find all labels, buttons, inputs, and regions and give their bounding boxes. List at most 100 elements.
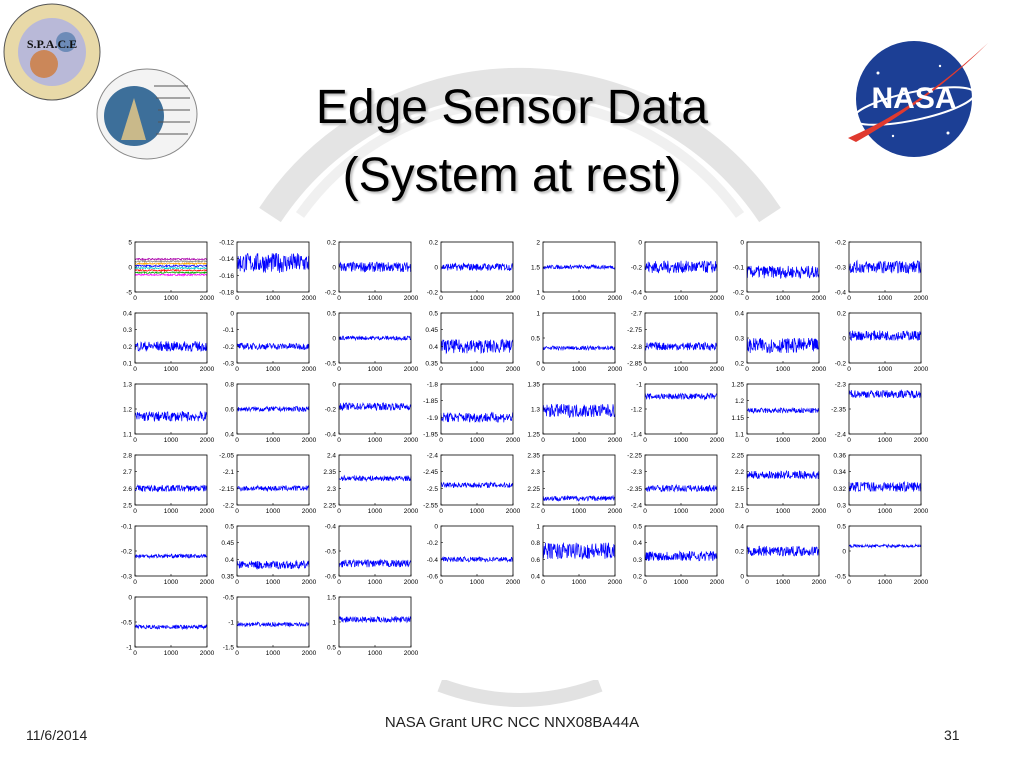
- y-tick-label: 2.6: [123, 486, 132, 493]
- y-tick-label: 2.7: [123, 469, 132, 476]
- footer-grant-text: NASA Grant URC NCC NNX08BA44A: [384, 714, 640, 731]
- y-tick-label: -0.2: [427, 540, 439, 547]
- series-line: [542, 263, 616, 271]
- x-tick-label: 2000: [404, 437, 419, 444]
- series-line: [848, 388, 922, 399]
- x-tick-label: 2000: [710, 366, 725, 373]
- x-tick-label: 1000: [266, 295, 281, 302]
- y-tick-label: 0.4: [225, 557, 234, 564]
- x-tick-label: 2000: [812, 579, 827, 586]
- series-line: [236, 405, 310, 413]
- axes-box: [644, 454, 718, 506]
- y-tick-label: -0.2: [835, 240, 847, 247]
- y-tick-label: -1: [126, 645, 132, 652]
- y-tick-label: -2.3: [835, 382, 847, 389]
- y-tick-label: 2.35: [527, 453, 540, 460]
- x-tick-label: 1000: [776, 579, 791, 586]
- y-tick-label: -2.35: [831, 407, 846, 414]
- axes-box: [236, 525, 310, 577]
- x-tick-label: 0: [643, 366, 647, 373]
- y-tick-label: -0.3: [121, 574, 133, 581]
- y-tick-label: -0.4: [325, 432, 337, 439]
- x-tick-label: 1000: [266, 650, 281, 657]
- x-tick-label: 1000: [776, 437, 791, 444]
- seal-logo: [96, 68, 198, 160]
- x-tick-label: 1000: [368, 366, 383, 373]
- x-tick-label: 1000: [878, 579, 893, 586]
- y-tick-label: 2.3: [327, 486, 336, 493]
- x-tick-label: 2000: [710, 508, 725, 515]
- x-tick-label: 1000: [674, 579, 689, 586]
- y-tick-label: 2.25: [527, 486, 540, 493]
- y-tick-label: -2.2: [223, 503, 235, 510]
- page-number: 31: [944, 727, 960, 743]
- x-tick-label: 0: [337, 508, 341, 515]
- x-tick-label: 0: [847, 437, 851, 444]
- x-tick-label: 1000: [572, 437, 587, 444]
- y-tick-label: -1.85: [423, 398, 438, 405]
- y-tick-label: -2.4: [427, 453, 439, 460]
- x-tick-label: 0: [847, 366, 851, 373]
- y-tick-label: 2.3: [531, 469, 540, 476]
- series-line: [236, 484, 310, 493]
- series-line: [644, 550, 718, 562]
- y-tick-label: 2.5: [123, 503, 132, 510]
- axes-box: [440, 312, 514, 364]
- series-line: [848, 480, 922, 493]
- y-tick-label: 1: [536, 290, 540, 297]
- series-line: [440, 262, 514, 272]
- y-tick-label: 0.4: [123, 311, 132, 318]
- y-tick-label: 0.2: [327, 240, 336, 247]
- x-tick-label: 1000: [266, 366, 281, 373]
- series-line: [542, 542, 616, 560]
- y-tick-label: -0.4: [835, 290, 847, 297]
- x-tick-label: 1000: [164, 579, 179, 586]
- x-tick-label: 1000: [470, 579, 485, 586]
- x-tick-label: 2000: [914, 295, 929, 302]
- y-tick-label: 0.5: [225, 524, 234, 531]
- x-tick-label: 2000: [404, 579, 419, 586]
- y-tick-label: 0: [740, 240, 744, 247]
- series-line: [134, 270, 208, 275]
- x-tick-label: 2000: [302, 650, 317, 657]
- series-line: [134, 266, 208, 271]
- y-tick-label: 0: [842, 336, 846, 343]
- x-tick-label: 1000: [572, 295, 587, 302]
- y-tick-label: 0.2: [429, 240, 438, 247]
- x-tick-label: 0: [235, 508, 239, 515]
- x-tick-label: 1000: [368, 295, 383, 302]
- x-tick-label: 1000: [572, 366, 587, 373]
- series-line: [338, 261, 412, 273]
- x-tick-label: 2000: [302, 437, 317, 444]
- x-tick-label: 0: [439, 508, 443, 515]
- y-tick-label: 0: [842, 549, 846, 556]
- y-tick-label: -1.5: [223, 645, 235, 652]
- series-line: [236, 253, 310, 273]
- x-tick-label: 1000: [674, 366, 689, 373]
- series-line: [134, 410, 208, 423]
- y-tick-label: -2.35: [627, 486, 642, 493]
- y-tick-label: -0.4: [427, 557, 439, 564]
- x-tick-label: 0: [745, 508, 749, 515]
- x-tick-label: 1000: [470, 366, 485, 373]
- x-tick-label: 1000: [164, 650, 179, 657]
- y-tick-label: -0.2: [325, 407, 337, 414]
- y-tick-label: 0.35: [425, 361, 438, 368]
- y-tick-label: -0.1: [733, 265, 745, 272]
- x-tick-label: 2000: [506, 508, 521, 515]
- y-tick-label: 0.2: [633, 574, 642, 581]
- y-tick-label: -0.5: [223, 595, 235, 602]
- y-tick-label: 0.2: [735, 361, 744, 368]
- series-line: [134, 268, 208, 273]
- axes-box: [134, 383, 208, 435]
- x-tick-label: 0: [337, 366, 341, 373]
- y-tick-label: 0.36: [833, 453, 846, 460]
- y-tick-label: 0.4: [735, 524, 744, 531]
- series-line: [746, 469, 820, 480]
